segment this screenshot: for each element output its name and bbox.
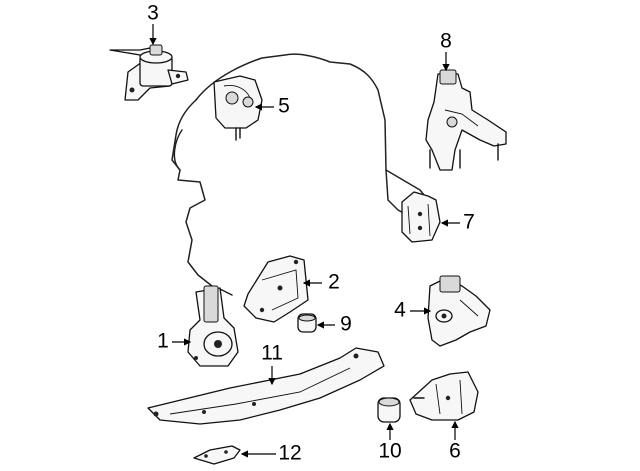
part-6-bracket <box>409 371 479 421</box>
part-7-bracket <box>401 191 441 243</box>
callout-2: 2 <box>328 271 340 294</box>
part-5-engine-mount <box>213 75 263 141</box>
part-10-bushing <box>377 397 401 423</box>
callout-12: 12 <box>278 442 301 465</box>
part-12-bracket <box>193 445 241 465</box>
part-3-engine-mount <box>109 44 189 101</box>
part-11-crossmember <box>147 347 385 425</box>
part-8-mount-bracket <box>425 69 507 171</box>
callout-6: 6 <box>449 440 461 463</box>
callout-labels: 3 5 8 7 2 9 1 4 11 10 6 12 <box>147 2 475 465</box>
part-1-transmission-mount <box>187 285 239 367</box>
part-4-engine-mount <box>427 275 491 347</box>
callout-3: 3 <box>147 2 159 25</box>
callout-8: 8 <box>440 30 452 53</box>
callout-1: 1 <box>157 330 169 353</box>
callout-7: 7 <box>463 211 475 234</box>
callout-11: 11 <box>261 342 283 365</box>
callout-9: 9 <box>340 313 352 336</box>
callout-10: 10 <box>378 440 401 463</box>
callout-5: 5 <box>278 95 290 118</box>
part-9-bushing <box>297 313 317 333</box>
callout-4: 4 <box>394 299 406 322</box>
callout-arrows <box>149 24 460 458</box>
part-2-bracket <box>243 255 309 323</box>
